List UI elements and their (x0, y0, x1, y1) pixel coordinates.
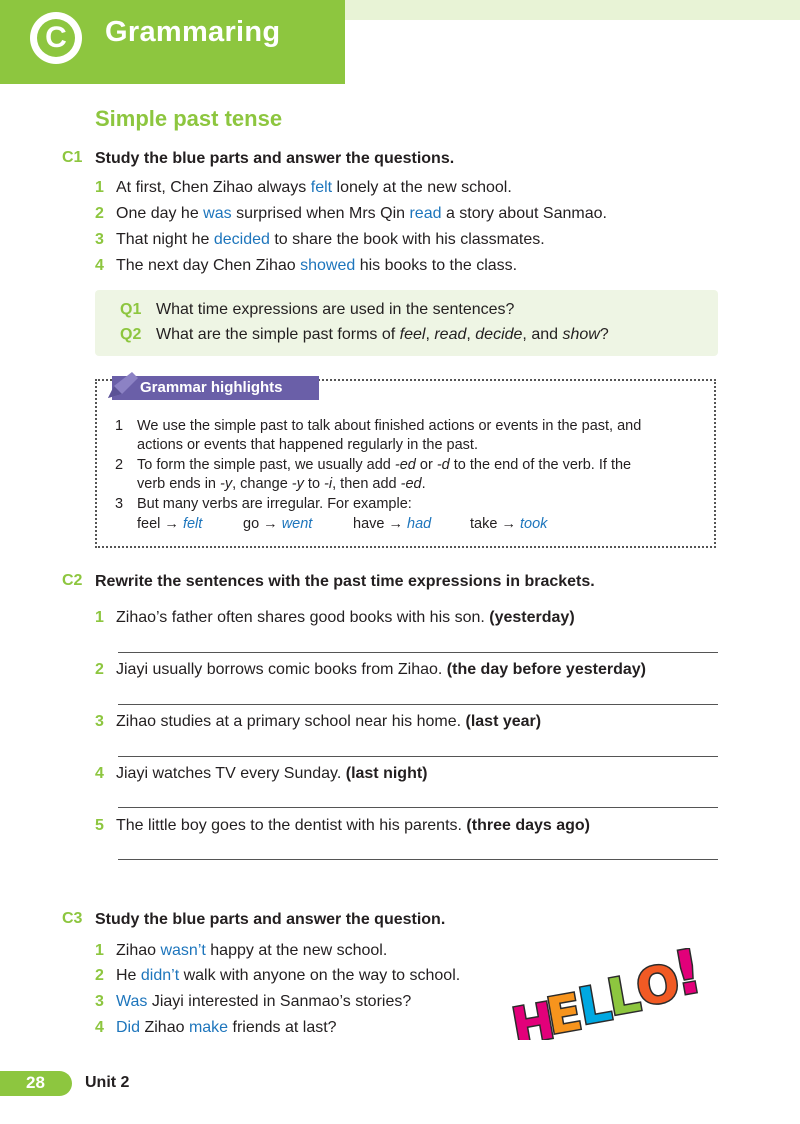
irregular-example: take → took (470, 516, 548, 532)
item-number: 1 (95, 609, 104, 626)
item-number: 3 (95, 713, 104, 730)
item-number: 4 (95, 1019, 104, 1036)
page-number-tab (0, 1071, 72, 1096)
blue-verb: didn’t (140, 967, 180, 984)
blue-verb: read (409, 205, 442, 222)
item-number: 4 (95, 257, 104, 274)
blue-verb: Was (116, 993, 148, 1010)
c3-tag: C3 (62, 910, 83, 927)
header-accent-strip (345, 0, 800, 20)
hello-graphic: H E L L O ! (506, 948, 709, 1040)
item-number: 2 (95, 661, 104, 678)
hello-letter: H (508, 992, 559, 1040)
grammar-highlights-title: Grammar highlights (112, 376, 319, 400)
answer-line[interactable] (118, 807, 718, 808)
c1-tag: C1 (62, 149, 83, 166)
section-title: Simple past tense (95, 106, 283, 131)
blue-verb: Did (116, 1019, 141, 1036)
answer-line[interactable] (118, 704, 718, 705)
item-number: 3 (95, 231, 104, 248)
header-title: Grammaring (105, 16, 281, 48)
c2-tag: C2 (62, 572, 83, 589)
blue-verb: wasn’t (160, 942, 206, 959)
blue-verb: showed (300, 257, 356, 274)
blue-verb: felt (310, 179, 333, 196)
section-letter: C (37, 19, 75, 57)
c3-instruction: Study the blue parts and answer the ques… (95, 911, 446, 928)
q2-tag: Q2 (120, 326, 142, 343)
item-number: 4 (95, 765, 104, 782)
q1-tag: Q1 (120, 301, 142, 318)
item-number: 1 (95, 942, 104, 959)
item-number: 2 (95, 205, 104, 222)
c2-instruction: Rewrite the sentences with the past time… (95, 573, 595, 590)
item-number: 3 (95, 993, 104, 1010)
irregular-example: feel → felt (137, 516, 203, 532)
item-number: 2 (95, 967, 104, 984)
c1-instruction: Study the blue parts and answer the ques… (95, 150, 455, 167)
grammar-highlights-box (95, 379, 716, 548)
answer-line[interactable] (118, 756, 718, 757)
blue-verb: make (188, 1019, 229, 1036)
page-number: 28 (26, 1073, 45, 1092)
item-number: 1 (95, 179, 104, 196)
hello-letter: O (632, 953, 684, 1018)
answer-line[interactable] (118, 859, 718, 860)
irregular-example: have → had (353, 516, 432, 532)
blue-verb: was (203, 205, 232, 222)
blue-verb: decided (213, 231, 270, 248)
unit-label: Unit 2 (85, 1074, 130, 1091)
irregular-example: go → went (243, 516, 313, 532)
pen-icon (108, 372, 138, 398)
answer-line[interactable] (118, 652, 718, 653)
question-box (95, 290, 718, 356)
item-number: 5 (95, 817, 104, 834)
